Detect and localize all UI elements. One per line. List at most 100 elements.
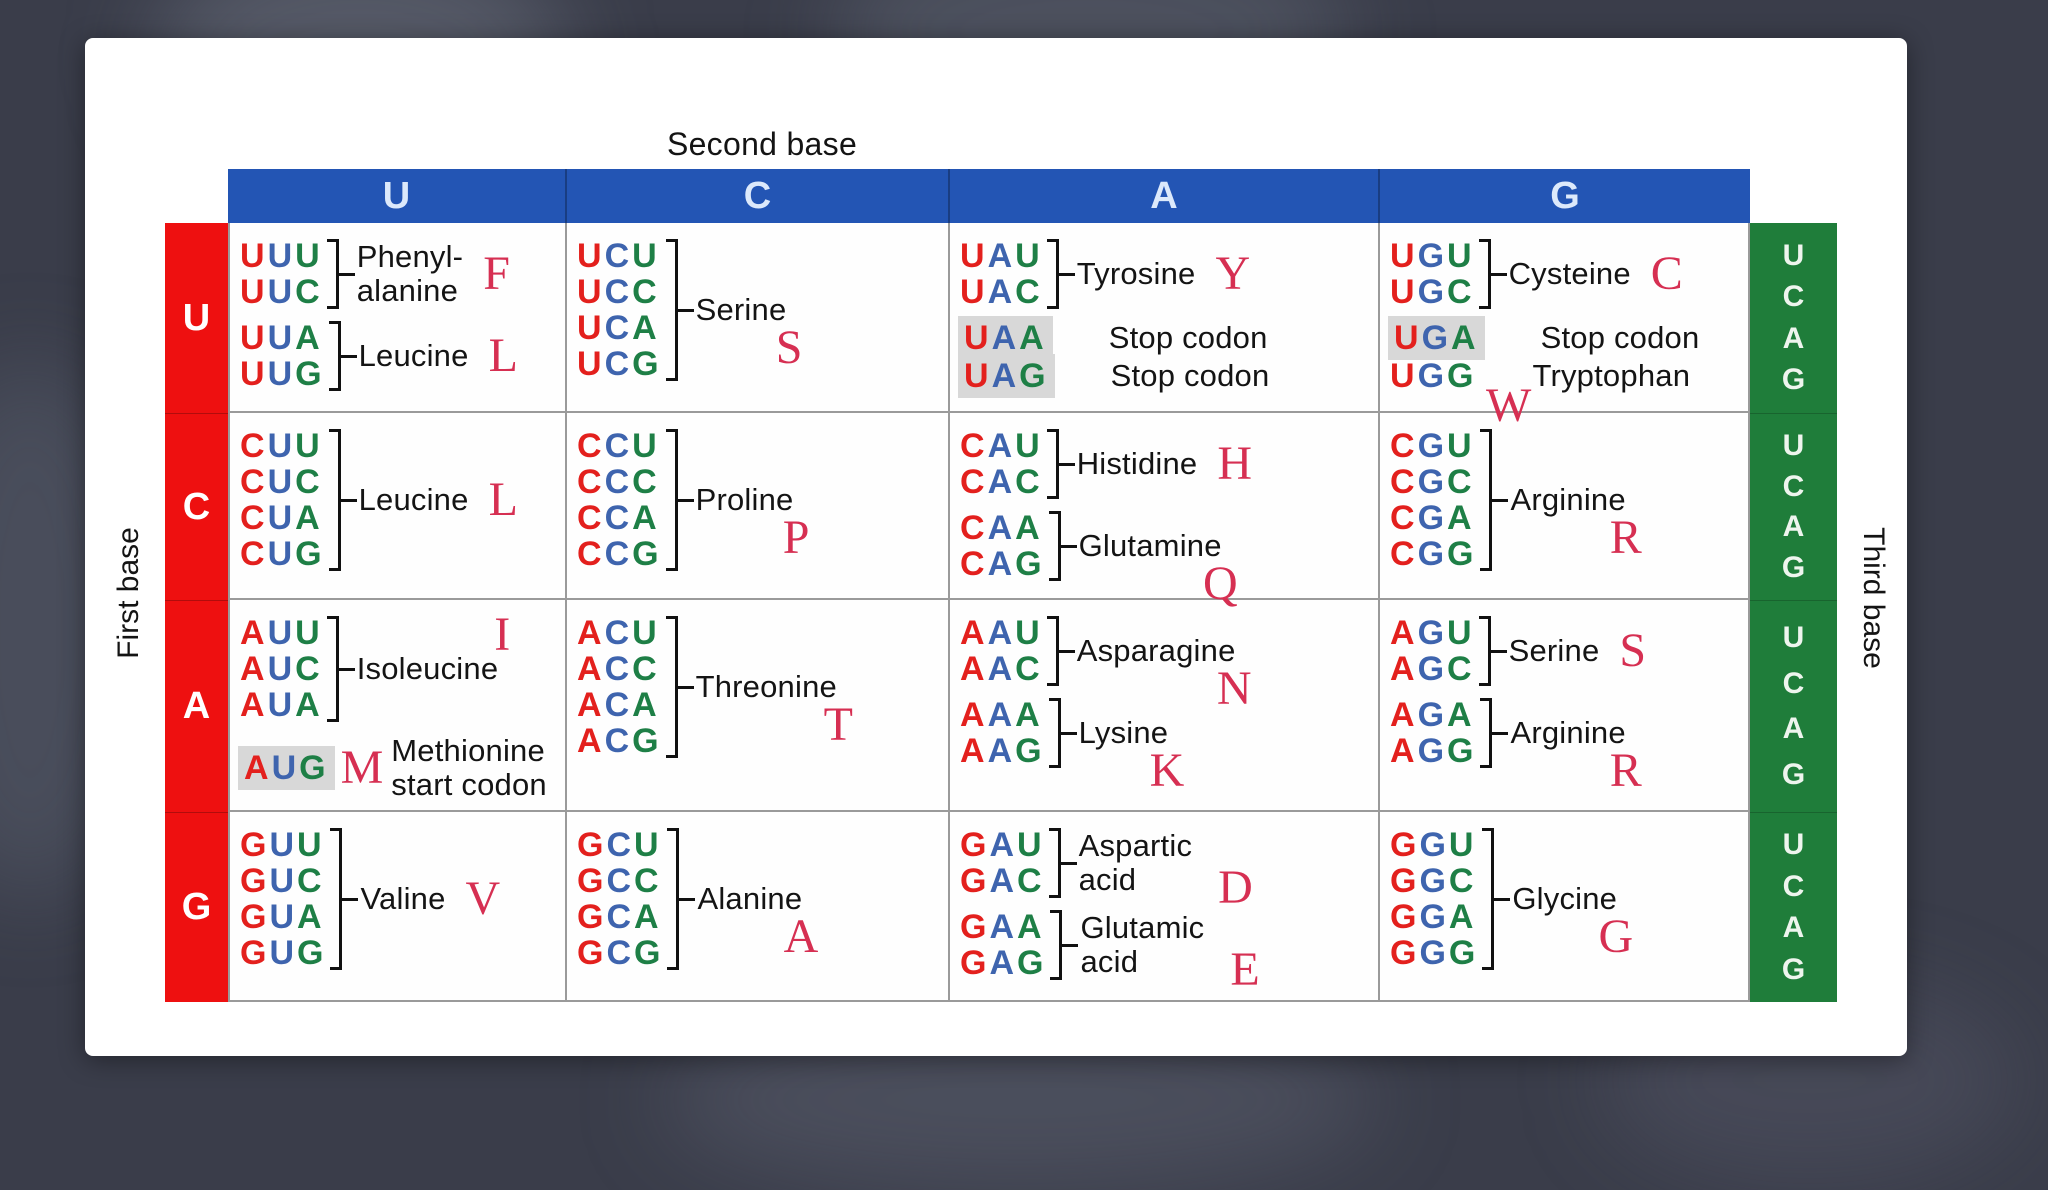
codon-GUU: GUU [240,828,326,862]
codon-letter: C [577,427,605,465]
codon-letter: C [1017,862,1045,900]
codon-letter: G [577,934,607,972]
codon-letter: C [604,237,633,275]
codon-ACG: ACG [577,724,662,758]
codon-letter: C [240,463,268,501]
amino-name-row: Glutamine [1079,528,1222,563]
codon-letter: A [632,686,660,724]
amino-letter-code: V [465,871,501,925]
codon-group-bracket [1046,616,1059,686]
codon-letter: U [269,862,298,900]
codon-GGG: GGG [1390,936,1478,970]
codon-letter: A [240,614,268,652]
amino-name-row: Stop codon [1109,320,1268,355]
codon-letter: C [604,499,633,537]
bracket-connector [1058,272,1075,276]
amino-label: Stop codon [1541,320,1700,355]
codon-letter: U [267,427,296,465]
amino-name-line: Serine [1508,632,1600,668]
codon-letter: U [295,237,323,275]
amino-name: Alanine [697,881,802,916]
codon-letter: G [1015,545,1045,583]
codon-AGG: AGG [1390,734,1476,768]
bracket-connector [677,498,694,502]
codon-group-bracket [1478,239,1491,309]
amino-letter-code: F [483,246,510,300]
codon-letter: G [240,898,270,936]
codon-letter: A [989,862,1018,900]
row-header-A: A [165,600,228,812]
amino-name-line: Tryptophan [1532,358,1691,394]
codon-letter: U [271,749,300,788]
codon-letter: G [1417,427,1448,465]
amino-name: Arginine [1510,715,1625,750]
codon-letter: A [987,732,1016,770]
codon-letter: G [240,934,270,972]
codon-letter: C [604,273,633,311]
codon-CGG: CGG [1390,537,1476,571]
amino-name-row: Stop codon [1541,320,1700,355]
amino-name-line: Glycine [1512,880,1618,916]
bracket-connector [1494,897,1511,901]
codon-letter: G [240,862,270,900]
amino-name-line: Lysine [1078,714,1169,750]
col-header-C: C [567,169,950,223]
codon-CAA: CAA [960,511,1045,545]
codon-letter: A [1015,696,1043,734]
codon-letter: G [1419,898,1449,936]
codon-CCG: CCG [577,537,662,571]
codon-letter: U [960,273,988,311]
codon-letter: G [295,535,325,573]
bracket-connector [679,897,696,901]
codon-CAU: CAU [960,429,1043,463]
codon-GCG: GCG [577,936,663,970]
codon-CAC: CAC [960,465,1043,499]
codon-UCG: UCG [577,347,662,381]
codon-letter: A [960,696,988,734]
codon-group-bracket [1046,429,1059,499]
codon-letter: G [632,345,662,383]
codon-letter: G [577,826,607,864]
codon-group-bracket [665,429,678,571]
bracket-connector [677,685,694,689]
codon-AGC: AGC [1390,652,1475,686]
codon-letter: C [1448,862,1477,900]
codon-letter: A [987,427,1016,465]
codon-letter: U [267,686,296,724]
codon-letter: C [606,898,635,936]
codon-letter: A [989,944,1018,982]
amino-letter-code: R [1609,511,1642,565]
codon-letter: C [1447,273,1475,311]
codon-letter: G [1017,944,1047,982]
codon-UAU: UAU [960,239,1043,273]
codon-UCA: UCA [577,311,662,345]
codon-letter: A [1019,319,1047,358]
codon-letter: C [606,826,635,864]
codon-AAA: AAA [960,698,1045,732]
codon-letter: C [1390,535,1418,573]
codon-letter: A [1447,696,1475,734]
amino-name-line: Glutamic [1080,909,1205,945]
codon-letter: U [632,427,660,465]
codon-letter: U [1448,826,1477,864]
amino-letter-code: L [488,472,518,526]
